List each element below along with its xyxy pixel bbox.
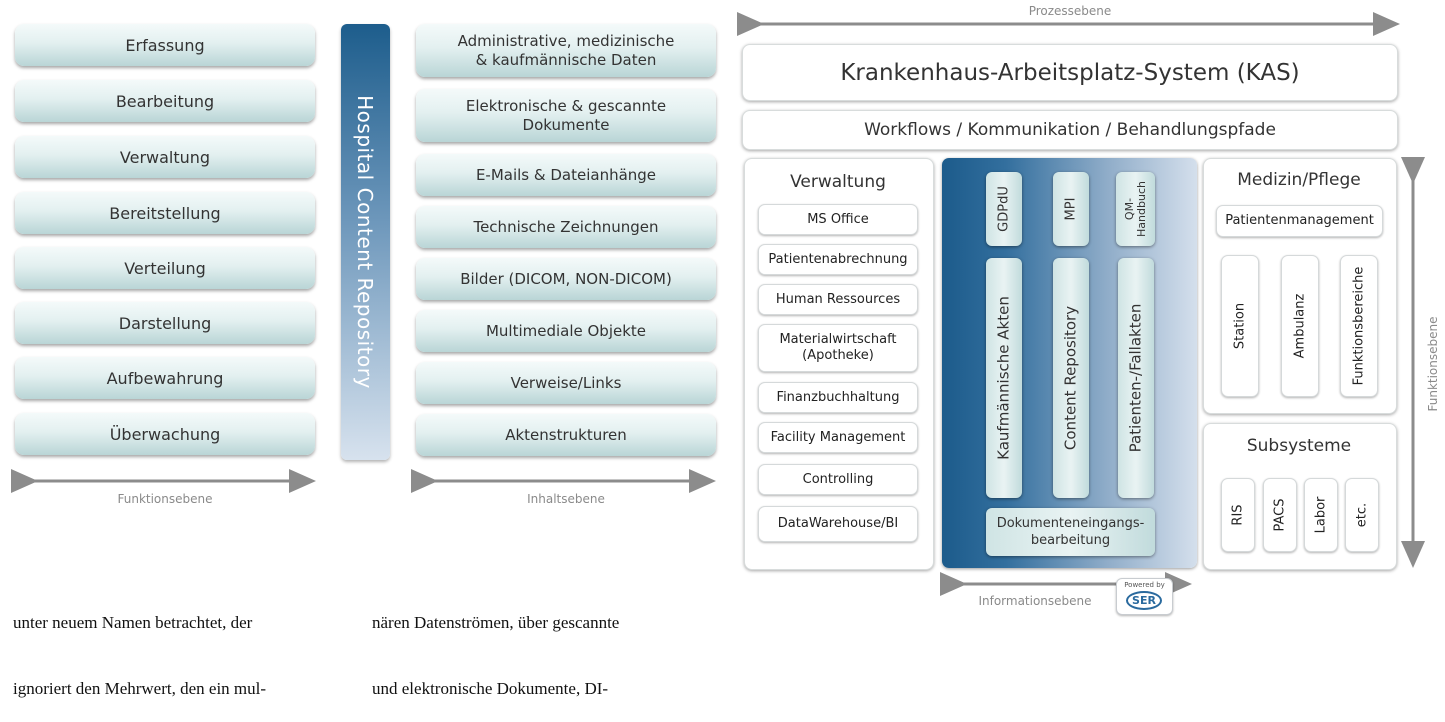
pacs-label: PACS bbox=[1272, 498, 1288, 532]
medizin-item-station: Station bbox=[1221, 255, 1259, 397]
content-box-bilder: Bilder (DICOM, NON-DICOM) bbox=[416, 258, 716, 300]
function-box-erfassung: Erfassung bbox=[15, 24, 315, 66]
function-box-aufbewahrung: Aufbewahrung bbox=[15, 357, 315, 399]
patientenakten-label: Patienten-/Fallakten bbox=[1126, 303, 1145, 453]
subsysteme-title: Subsysteme bbox=[1246, 436, 1352, 456]
function-box-verwaltung: Verwaltung bbox=[15, 136, 315, 178]
content-box-dokumente: Elektronische & gescannte Dokumente bbox=[416, 89, 716, 142]
verwaltung-item: MS Office bbox=[758, 204, 918, 235]
labor-label: Labor bbox=[1313, 496, 1329, 534]
verwaltung-item: Materialwirtschaft (Apotheke) bbox=[758, 324, 918, 372]
verwaltung-item: Controlling bbox=[758, 464, 918, 495]
content-box-zeichnungen: Technische Zeichnungen bbox=[416, 206, 716, 248]
content-box-daten: Administrative, medizinische & kaufmänni… bbox=[416, 24, 716, 77]
function-box-darstellung: Darstellung bbox=[15, 302, 315, 344]
subsystem-item-pacs: PACS bbox=[1263, 478, 1297, 552]
body-line: ignoriert den Mehrwert, den ein mul- bbox=[13, 679, 267, 698]
etc-label: etc. bbox=[1354, 502, 1370, 528]
function-box-bearbeitung: Bearbeitung bbox=[15, 80, 315, 122]
workflows-bar: Workflows / Kommunikation / Behandlungsp… bbox=[742, 110, 1398, 150]
content-box-emails: E-Mails & Dateianhänge bbox=[416, 154, 716, 196]
medizin-item-funktionsbereiche: Funktionsbereiche bbox=[1340, 255, 1378, 397]
caption-funktionsebene-side: Funktionsebene bbox=[1426, 316, 1440, 412]
function-box-ueberwachung: Überwachung bbox=[15, 413, 315, 455]
qm-handbuch-label: QM- Handbuch bbox=[1122, 181, 1148, 237]
subsystem-item-labor: Labor bbox=[1304, 478, 1338, 552]
content-repository-label: Content Repository bbox=[1061, 305, 1080, 451]
caption-funktionsebene: Funktionsebene bbox=[117, 492, 213, 506]
kaufmaennische-akten-label: Kaufmännische Akten bbox=[994, 296, 1013, 460]
ambulanz-label: Ambulanz bbox=[1292, 293, 1308, 359]
verwaltung-title: Verwaltung bbox=[790, 172, 886, 192]
dokumenteneingang-label: Dokumenteneingangs- bearbeitung bbox=[996, 516, 1145, 548]
caption-informationsebene: Informationsebene bbox=[978, 594, 1092, 608]
kas-title: Krankenhaus-Arbeitsplatz-System (KAS) bbox=[742, 44, 1398, 101]
subsystem-item-etc: etc. bbox=[1345, 478, 1379, 552]
center-top-item-mpi: MPI bbox=[1053, 172, 1089, 246]
center-tall-item-kaufmaennische-akten: Kaufmännische Akten bbox=[986, 258, 1022, 498]
funktionsbereiche-label: Funktionsbereiche bbox=[1351, 266, 1367, 386]
medizin-item-ambulanz: Ambulanz bbox=[1281, 255, 1319, 397]
verwaltung-item: Facility Management bbox=[758, 422, 918, 453]
center-tall-item-patientenakten: Patienten-/Fallakten bbox=[1118, 258, 1154, 498]
center-bottom-item: Dokumenteneingangs- bearbeitung bbox=[986, 508, 1155, 556]
hospital-content-repository-bar bbox=[341, 24, 390, 460]
content-box-aktenstrukturen: Aktenstrukturen bbox=[416, 414, 716, 456]
ser-logo: Powered by SER bbox=[1116, 578, 1173, 615]
content-box-multimedia: Multimediale Objekte bbox=[416, 310, 716, 352]
verwaltung-item: Finanzbuchhaltung bbox=[758, 382, 918, 413]
body-line: unter neuem Namen betrachtet, der bbox=[13, 613, 253, 632]
center-top-item-gdpdu: GDPdU bbox=[986, 172, 1022, 246]
station-label: Station bbox=[1232, 302, 1248, 350]
logo-powered-by: Powered by bbox=[1124, 581, 1165, 589]
subsystem-item-ris: RIS bbox=[1221, 478, 1255, 552]
body-text-column-2: nären Datenströmen, über gescannte und e… bbox=[372, 568, 619, 722]
content-box-verweise: Verweise/Links bbox=[416, 362, 716, 404]
caption-prozessebene: Prozessebene bbox=[1028, 4, 1112, 18]
ris-label: RIS bbox=[1230, 504, 1246, 526]
body-line: nären Datenströmen, über gescannte bbox=[372, 613, 620, 632]
verwaltung-item: Human Ressources bbox=[758, 284, 918, 315]
center-tall-item-content-repository: Content Repository bbox=[1053, 258, 1089, 498]
medizin-title: Medizin/Pflege bbox=[1237, 170, 1361, 190]
center-top-item-qm: QM- Handbuch bbox=[1116, 172, 1155, 246]
caption-inhaltsebene: Inhaltsebene bbox=[527, 492, 605, 506]
mpi-label: MPI bbox=[1063, 197, 1079, 221]
patientenmanagement-item: Patientenmanagement bbox=[1216, 205, 1383, 237]
verwaltung-item: Patientenabrechnung bbox=[758, 244, 918, 275]
gdpdu-label: GDPdU bbox=[996, 186, 1012, 232]
body-text-column-1: unter neuem Namen betrachtet, der ignori… bbox=[13, 568, 266, 722]
verwaltung-item: DataWarehouse/BI bbox=[758, 506, 918, 542]
function-box-bereitstellung: Bereitstellung bbox=[15, 192, 315, 234]
body-line: und elektronische Dokumente, DI- bbox=[372, 679, 609, 698]
function-box-verteilung: Verteilung bbox=[15, 247, 315, 289]
logo-brand: SER bbox=[1126, 591, 1162, 610]
